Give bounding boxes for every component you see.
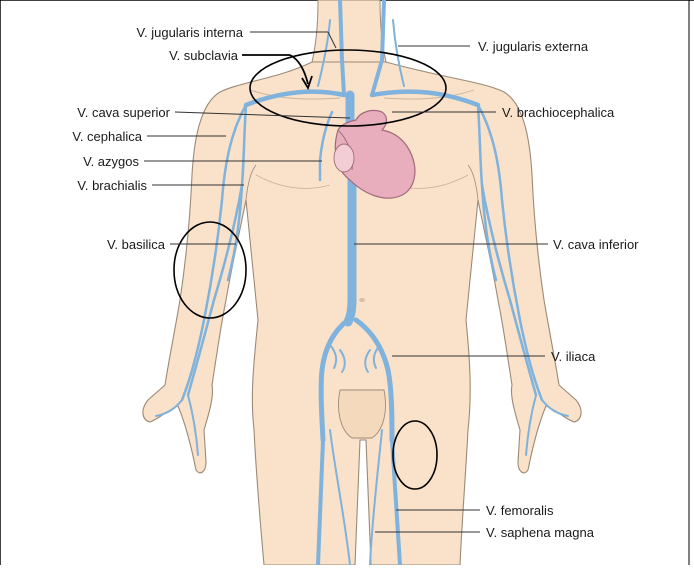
label-jugularis-interna: V. jugularis interna xyxy=(137,25,244,40)
body-silhouette xyxy=(143,0,581,565)
label-cava-superior: V. cava superior xyxy=(77,105,170,120)
label-azygos: V. azygos xyxy=(83,154,139,169)
label-subclavia: V. subclavia xyxy=(169,48,239,63)
label-brachialis: V. brachialis xyxy=(77,178,147,193)
label-iliaca: V. iliaca xyxy=(551,349,596,364)
label-cava-inferior: V. cava inferior xyxy=(553,237,639,252)
label-femoralis: V. femoralis xyxy=(486,503,554,518)
pelvic-region xyxy=(339,390,386,438)
label-brachiocephalica: V. brachiocephalica xyxy=(502,105,615,120)
label-saphena-magna: V. saphena magna xyxy=(486,525,595,540)
label-basilica: V. basilica xyxy=(107,237,166,252)
neck-shape xyxy=(312,0,386,62)
heart-right-atrium xyxy=(334,144,354,172)
label-jugularis-externa: V. jugularis externa xyxy=(478,39,589,54)
navel xyxy=(359,298,365,302)
label-cephalica: V. cephalica xyxy=(72,129,142,144)
vein-cava-inferior xyxy=(348,180,352,322)
